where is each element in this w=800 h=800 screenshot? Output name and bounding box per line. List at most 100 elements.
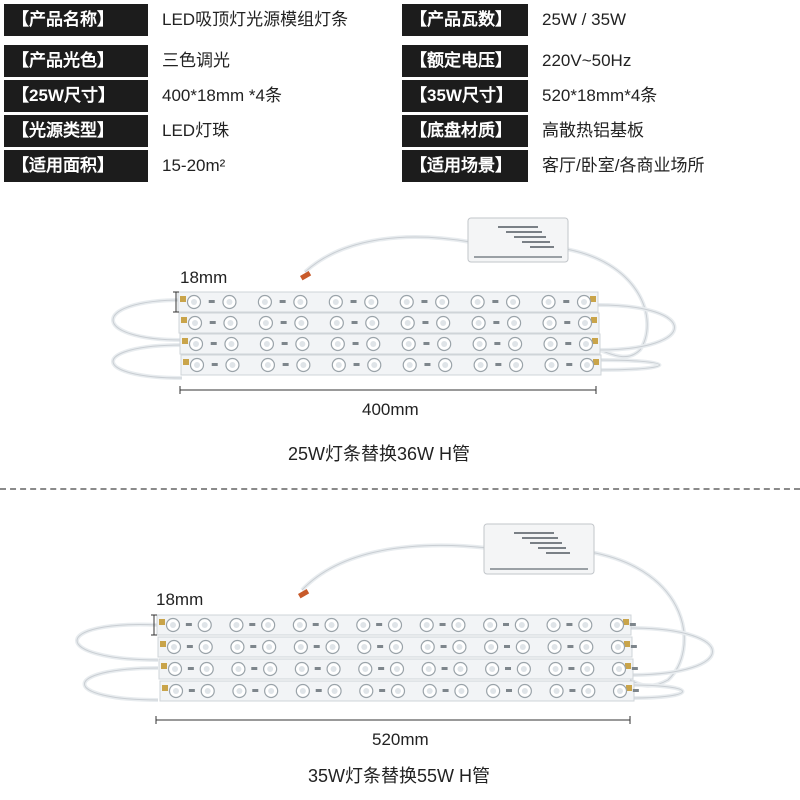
resistor: [504, 645, 510, 648]
driver-label-text-mark: [522, 537, 558, 539]
spec-label: 【适用场景】: [402, 150, 528, 182]
led-chip-lens: [171, 644, 177, 650]
strip-connection-wire-edge: [629, 684, 683, 699]
strip-terminal: [592, 338, 598, 344]
resistor: [440, 645, 447, 648]
led-chip-lens: [518, 622, 525, 628]
led-chip-lens: [424, 644, 431, 650]
strip-connection-wire: [111, 343, 183, 380]
led-chip-lens: [405, 341, 412, 347]
led-chip-lens: [362, 666, 369, 672]
resistor: [186, 645, 193, 648]
resistor: [187, 667, 194, 670]
led-chip-lens: [264, 362, 271, 368]
strip-terminal: [162, 685, 168, 691]
product-caption: 35W灯条替换55W H管: [308, 766, 491, 786]
led-chip-lens: [192, 320, 198, 326]
led-chip-lens: [193, 341, 199, 347]
strip-connection-wire: [597, 303, 677, 352]
driver-input-wire-edge: [301, 544, 489, 591]
led-chip-lens: [403, 299, 410, 305]
driver-label-text-mark: [522, 241, 550, 243]
led-chip-lens: [439, 299, 446, 305]
led-chip-lens: [233, 622, 240, 628]
led-chip-lens: [262, 320, 269, 326]
led-chip-lens: [334, 341, 341, 347]
led-chip-lens: [235, 666, 242, 672]
spec-label: 【产品名称】: [4, 4, 148, 36]
led-chip-lens: [550, 622, 557, 628]
led-chip-lens: [513, 362, 520, 368]
led-chip-lens: [268, 688, 275, 694]
resistor: [188, 689, 195, 692]
led-chip-lens: [456, 644, 463, 650]
resistor: [208, 300, 215, 303]
spec-label: 【底盘材质】: [402, 115, 528, 147]
resistor: [249, 623, 256, 626]
resistor: [377, 645, 384, 648]
led-chip-lens: [394, 666, 400, 672]
led-chip-lens: [267, 666, 274, 672]
strip-connection-wire: [82, 666, 159, 702]
resistor: [506, 689, 512, 692]
led-chip-lens: [475, 320, 482, 326]
resistor: [421, 300, 428, 303]
led-driver-box: [467, 217, 569, 263]
led-chip-lens: [204, 688, 211, 694]
led-chip-lens: [392, 622, 398, 628]
spec-label: 【额定电压】: [402, 45, 528, 77]
resistor: [252, 689, 259, 692]
product-25w-panel: 18mm 400mm 25W灯条替换36W H管: [0, 200, 800, 485]
length-dimension-label: 400mm: [362, 400, 419, 419]
resistor: [280, 321, 287, 324]
led-chip-lens: [296, 622, 303, 628]
strip-connection-wire-edge: [597, 304, 675, 351]
resistor: [629, 623, 636, 626]
led-chip-lens: [546, 320, 553, 326]
led-strip: [177, 291, 599, 313]
resistor: [350, 300, 357, 303]
led-chip-lens: [584, 362, 590, 368]
led-chip-lens: [369, 320, 376, 326]
led-chip-lens: [520, 666, 527, 672]
resistor: [567, 645, 574, 648]
led-chip-lens: [442, 362, 449, 368]
led-chip-lens: [328, 622, 335, 628]
resistor: [312, 623, 319, 626]
led-chip-lens: [615, 644, 621, 650]
led-strip: [180, 354, 602, 376]
resistor: [313, 645, 320, 648]
led-chip-lens: [191, 299, 197, 305]
led-chip-lens: [361, 644, 368, 650]
led-chip-lens: [173, 688, 179, 694]
led-strip: [179, 333, 601, 355]
led-chip-lens: [552, 666, 559, 672]
spec-row: 【25W尺寸】 400*18mm *4条 【35W尺寸】 520*18mm*4条: [0, 80, 800, 112]
resistor: [315, 689, 322, 692]
led-chip-lens: [548, 362, 555, 368]
resistor: [351, 321, 358, 324]
led-chip-lens: [299, 688, 306, 694]
led-chip-lens: [512, 341, 519, 347]
led-chip-lens: [297, 644, 304, 650]
led-chip-lens: [203, 666, 210, 672]
led-chip-lens: [489, 666, 496, 672]
led-chip-lens: [236, 688, 243, 694]
led-chip-lens: [298, 666, 305, 672]
led-strip: [178, 312, 600, 334]
spec-row: 【产品名称】 LED吸顶灯光源模组灯条 【产品瓦数】 25W / 35W: [0, 4, 800, 36]
led-chip-lens: [584, 666, 591, 672]
spec-value: 25W / 35W: [528, 4, 798, 36]
strip-connection-wire: [111, 298, 183, 342]
led-chip-lens: [370, 341, 377, 347]
strip-terminal: [626, 685, 632, 691]
resistor: [251, 667, 258, 670]
led-chip-lens: [582, 622, 589, 628]
led-chip-lens: [395, 688, 401, 694]
led-chip-lens: [476, 341, 483, 347]
led-chip-lens: [425, 666, 432, 672]
led-chip-lens: [488, 644, 495, 650]
led-chip-lens: [363, 688, 370, 694]
led-chip-lens: [510, 299, 517, 305]
resistor: [505, 667, 511, 670]
